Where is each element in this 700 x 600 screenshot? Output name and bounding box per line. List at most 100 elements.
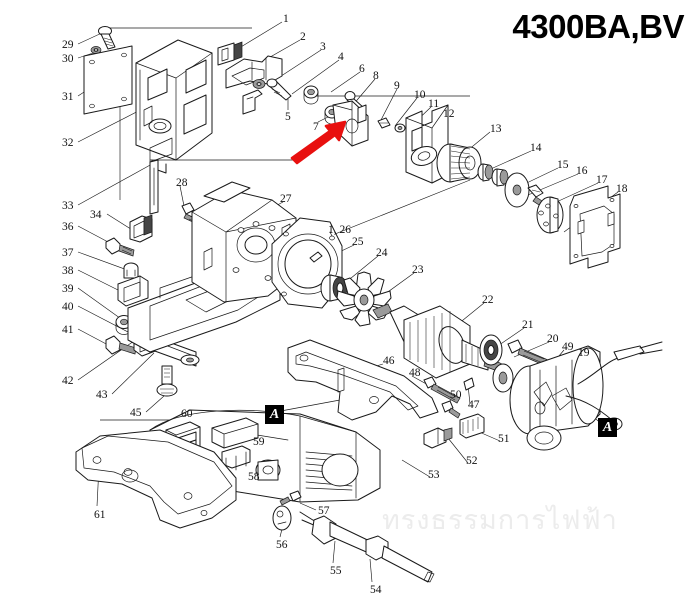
part-29-screw <box>98 26 116 50</box>
part-21-bearing <box>479 334 503 366</box>
part-6-roller <box>303 85 319 105</box>
part-number-46: 46 <box>383 355 395 367</box>
group-gear-and-bearings <box>436 143 621 269</box>
part-number-55: 55 <box>330 565 342 577</box>
group-field-stator <box>509 341 663 451</box>
part-13-bevel-gear <box>436 143 482 183</box>
part-number-18: 18 <box>616 183 628 195</box>
group-handle-and-body <box>75 339 485 583</box>
part-49-washer <box>492 363 514 393</box>
part-number-49: 49 <box>562 341 574 353</box>
part-36-bolt <box>105 237 135 257</box>
part-number-16: 16 <box>576 165 588 177</box>
part-22-armature <box>372 303 509 379</box>
section-marker-label: A <box>602 419 613 435</box>
part-45-knurled-screw <box>156 365 178 397</box>
part-number-59: 59 <box>253 436 265 448</box>
part-number-61: 61 <box>94 509 106 521</box>
part-51-knurled-nut <box>459 413 485 439</box>
part-number-33: 33 <box>62 200 74 212</box>
part-48-long-screw <box>423 376 461 404</box>
highlight-arrow <box>290 120 347 165</box>
part-number-40: 40 <box>62 301 74 313</box>
part-11-nut <box>394 123 406 133</box>
part-number-60: 60 <box>181 408 193 420</box>
part-number-41: 41 <box>62 324 74 336</box>
part-33-guide-rod <box>149 159 159 215</box>
part-38-bracket <box>117 275 149 307</box>
group-blade-clamp-assembly <box>217 41 449 184</box>
part-number-53: 53 <box>428 469 440 481</box>
part-number-27: 27 <box>280 193 292 205</box>
part-number-38: 38 <box>62 265 74 277</box>
part-number-1-26: 1, 26 <box>328 224 351 236</box>
part-41-bolt <box>105 335 137 355</box>
part-18-gasket-plate <box>569 185 621 269</box>
part-10-screw <box>377 117 391 129</box>
part-number-39: 39 <box>62 283 74 295</box>
part-15-flange-washer <box>504 172 530 208</box>
part-number-43: 43 <box>96 389 108 401</box>
part-number-22: 22 <box>482 294 494 306</box>
part-number-36: 36 <box>62 221 74 233</box>
part-number-4: 4 <box>338 51 344 63</box>
part-23-fan <box>336 271 392 327</box>
part-46-handle <box>287 339 439 421</box>
part-number-8: 8 <box>373 70 379 82</box>
part-number-10: 10 <box>414 89 426 101</box>
part-number-37: 37 <box>62 247 74 259</box>
page-title: 4300BA,BV <box>512 8 684 45</box>
part-number-50: 50 <box>450 389 462 401</box>
part-57-screw <box>279 490 302 506</box>
part-number-28: 28 <box>176 177 188 189</box>
part-number-24: 24 <box>376 247 388 259</box>
part-number-54: 54 <box>370 584 382 596</box>
part-59-capacitor <box>211 417 259 449</box>
watermark: ทรงธรรมการไฟฟ้า <box>382 505 618 536</box>
part-47-pin <box>463 377 475 391</box>
part-number-14: 14 <box>530 142 542 154</box>
part-3-washer <box>252 79 266 89</box>
section-marker-a: A <box>265 405 284 424</box>
part-1-bracket <box>217 41 243 66</box>
part-number-23: 23 <box>412 264 424 276</box>
part-61-handle-cover <box>75 429 237 529</box>
group-gear-housing-and-armature <box>191 181 549 393</box>
part-number-1: 1 <box>283 13 289 25</box>
part-number-15: 15 <box>557 159 569 171</box>
part-34-guide-block <box>129 214 153 243</box>
part-14-bearings <box>477 163 509 187</box>
part-37-knob <box>123 262 139 279</box>
part-number-58: 58 <box>248 471 260 483</box>
part-number-30: 30 <box>62 53 74 65</box>
part-number-5: 5 <box>285 111 291 123</box>
part-number-25: 25 <box>352 236 364 248</box>
part-27-gear-housing <box>191 181 297 303</box>
part-number-52: 52 <box>466 455 478 467</box>
part-25-key <box>309 251 323 263</box>
part-number-11: 11 <box>428 98 440 110</box>
part-number-56: 56 <box>276 539 288 551</box>
part-number-21: 21 <box>522 319 534 331</box>
part-number-3: 3 <box>320 41 326 53</box>
part-number-6: 6 <box>359 63 365 75</box>
part-number-12: 12 <box>443 108 455 120</box>
part-number-29: 29 <box>62 39 74 51</box>
part-number-51: 51 <box>498 433 510 445</box>
part-5-blade-clamp <box>242 89 263 115</box>
part-number-57: 57 <box>318 505 330 517</box>
section-marker-a: A <box>598 418 617 437</box>
group-gear-housing-cover <box>83 26 213 174</box>
part-4-screw <box>266 78 292 101</box>
part-number-42: 42 <box>62 375 74 387</box>
part-number-31: 31 <box>62 91 74 103</box>
part-number-9: 9 <box>394 80 400 92</box>
part-number-20: 20 <box>547 333 559 345</box>
part-17-spindle-flange <box>536 196 564 234</box>
part-number-2: 2 <box>300 31 306 43</box>
part-number-32: 32 <box>62 137 74 149</box>
part-55-cord-with-sleeve <box>299 511 435 583</box>
part-number-48: 48 <box>409 367 421 379</box>
part-56-cord-clip <box>272 505 292 531</box>
